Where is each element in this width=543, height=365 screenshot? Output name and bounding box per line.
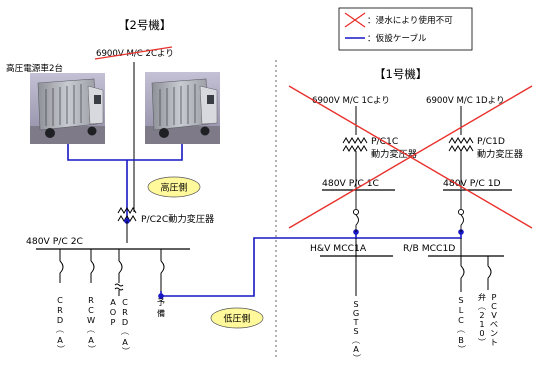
load-char: ）: [87, 345, 97, 353]
load-char: 備: [157, 308, 165, 318]
unit1-load-pcv: P C V ベ ン ト 弁 （ 2 1 0 ）: [477, 292, 498, 347]
unit1-source-1d: 6900V M/C 1Dより: [426, 95, 505, 106]
load-char: A: [110, 297, 116, 307]
unit2-load-rcw: R C W （ A ）: [86, 295, 97, 353]
load-char: （: [55, 325, 65, 333]
unit2-load-spare: 予 備: [157, 297, 165, 318]
load-char: （: [477, 302, 487, 310]
load-char: ）: [121, 347, 131, 355]
load-char: D: [57, 315, 63, 325]
high-side-callout: 高圧側: [147, 176, 201, 198]
pc1d-label: 480V P/C 1D: [443, 178, 501, 189]
load-char: 予: [157, 297, 165, 307]
mcc1a-label: H&V MCC1A: [310, 243, 367, 254]
load-char: R: [57, 305, 63, 315]
load-char: ）: [352, 354, 362, 360]
unit1-source-1c: 6900V M/C 1Cより: [312, 95, 390, 106]
unit2-feeder-rcw: [90, 249, 95, 283]
pc1c-trans-b: 動力変圧器: [371, 148, 417, 160]
load-char: W: [87, 315, 95, 325]
legend-flood-label: ：浸水により使用不可: [367, 14, 453, 26]
unit1-breakers: [352, 190, 465, 232]
load-char: R: [88, 295, 94, 305]
pc1d-trans-a: P/C1D: [477, 136, 505, 147]
load-char: （: [456, 325, 466, 333]
load-char: （: [120, 327, 130, 335]
load-char: C: [458, 315, 464, 325]
legend-cable-label: ：仮設ケーブル: [367, 32, 427, 44]
load-char: C: [57, 295, 63, 305]
load-char: C: [491, 301, 497, 311]
load-char: D: [122, 317, 128, 327]
pc1d-trans-b: 動力変圧器: [477, 148, 523, 160]
pc1d-transformer: [448, 137, 474, 152]
unit2-title: 【2号機】: [118, 18, 171, 32]
unit2-feeder-crd: [59, 249, 64, 283]
pc1c-transformer: [342, 137, 368, 152]
load-char: ン: [490, 328, 498, 338]
unit1-load-sgts: S G T S （ A ）: [351, 299, 362, 362]
load-char: G: [353, 308, 359, 318]
load-char: （: [351, 336, 361, 344]
load-char: B: [458, 335, 464, 345]
low-cable-node: [158, 293, 164, 299]
unit2-feeder-spare: [160, 249, 165, 291]
unit1-load-slc: S L C （ B ）: [456, 295, 467, 353]
high-side-label: 高圧側: [160, 182, 187, 194]
low-side-label: 低圧側: [223, 313, 250, 325]
pc1c-label: 480V P/C 1C: [322, 178, 379, 189]
load-char: A: [122, 337, 128, 347]
unit2-source-strike: [94, 46, 173, 60]
truck-label: 高圧電源車2台: [6, 62, 63, 74]
unit2-feeder-aop: [114, 249, 124, 296]
load-char: ）: [457, 345, 467, 353]
unit2-source-label: 6900V M/C 2Cより: [96, 48, 174, 59]
unit2-load-aop-crd: A O P C R D （ A ）: [110, 297, 131, 355]
unit1-feeder-slc: [460, 256, 465, 292]
load-char: P: [111, 317, 116, 327]
unit1-title: 【1号機】: [374, 67, 427, 81]
load-char: L: [459, 305, 464, 315]
unit2-source: 6900V M/C 2Cより: [94, 46, 174, 60]
load-char: 0: [479, 328, 484, 338]
load-char: S: [353, 299, 358, 309]
unit1-feeder-pcv: [487, 256, 492, 290]
load-char: O: [110, 307, 116, 317]
mcc1d-label: R/B MCC1D: [403, 243, 455, 254]
temp-cable-low: [160, 232, 462, 297]
load-char: （: [86, 325, 96, 333]
load-char: R: [122, 307, 128, 317]
load-char: ）: [477, 338, 487, 346]
load-char: P: [492, 292, 497, 302]
low-side-callout: 低圧側: [210, 307, 264, 329]
load-char: ベ: [490, 319, 498, 329]
load-char: 1: [479, 319, 484, 329]
load-char: C: [122, 297, 128, 307]
load-char: S: [458, 295, 463, 305]
power-truck-left: [30, 73, 105, 144]
flood-cross: [288, 85, 533, 229]
load-char: C: [88, 305, 94, 315]
load-char: 弁: [478, 292, 486, 302]
load-char: ト: [490, 337, 498, 347]
load-char: T: [352, 317, 359, 327]
load-char: S: [353, 326, 358, 336]
load-char: A: [353, 344, 359, 354]
load-char: ）: [56, 345, 66, 353]
pc2c-transformer-label: P/C2C動力変圧器: [141, 213, 214, 225]
load-char: A: [88, 335, 94, 345]
temp-cable-high: [67, 144, 183, 221]
unit2-load-crd: C R D （ A ）: [55, 295, 66, 353]
load-char: V: [491, 310, 497, 320]
load-char: A: [57, 335, 63, 345]
power-truck-right: [145, 72, 220, 144]
legend: ：浸水により使用不可 ：仮設ケーブル: [338, 7, 473, 51]
load-char: 2: [479, 310, 484, 320]
pc2c-label: 480V P/C 2C: [26, 236, 83, 247]
